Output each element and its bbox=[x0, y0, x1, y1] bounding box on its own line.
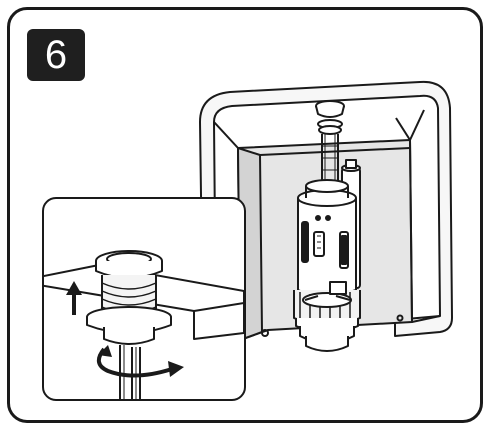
push-button-install-icon bbox=[44, 250, 244, 399]
arrow-up-icon bbox=[66, 281, 82, 315]
rotate-arrow-icon bbox=[96, 345, 184, 378]
push-button-inset bbox=[42, 197, 246, 401]
step-number: 6 bbox=[44, 32, 68, 77]
step-number-badge: 6 bbox=[27, 29, 85, 81]
